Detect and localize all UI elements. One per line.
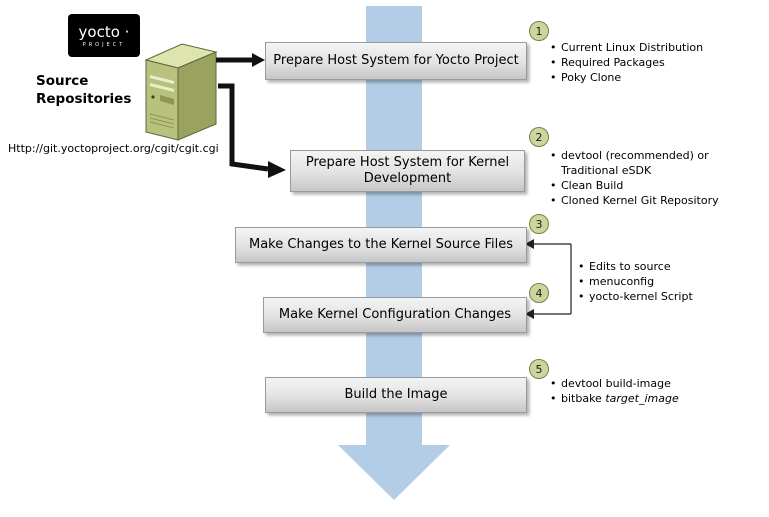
note-item: • Poky Clone — [550, 70, 750, 85]
note-text: Cloned Kernel Git Repository — [561, 194, 719, 207]
yocto-logo-text: yocto · — [78, 22, 130, 41]
note-item: • menuconfig — [578, 274, 738, 289]
note-text: Required Packages — [561, 56, 665, 69]
step-number-text: 4 — [535, 286, 543, 300]
step-label: Prepare Host System for Yocto Project — [273, 53, 519, 68]
bullet-dot: • — [578, 260, 585, 273]
step2-notes: • devtool (recommended) or Traditional e… — [550, 148, 730, 208]
bullet-dot: • — [550, 71, 557, 84]
note-text-italic: target_image — [605, 392, 679, 405]
bracket-arrowhead-step3 — [525, 239, 534, 249]
bullet-dot: • — [578, 275, 585, 288]
note-text: bitbake target_image — [561, 391, 679, 406]
yocto-logo: yocto · PROJECT — [68, 14, 140, 57]
bullet-dot: • — [550, 149, 557, 162]
step-number-text: 1 — [535, 24, 543, 38]
step-number-text: 3 — [535, 217, 543, 231]
server-to-steps-arrows — [216, 53, 286, 178]
note-item: • yocto-kernel Script — [578, 289, 738, 304]
bullet-dot: • — [550, 392, 557, 405]
note-item: • Clean Build — [550, 178, 730, 193]
step5-notes: • devtool build-image • bitbake target_i… — [550, 376, 750, 406]
arrow-to-step2-head — [268, 161, 286, 178]
bracket-arrowhead-step4 — [525, 309, 534, 319]
step-box-build-image: Build the Image — [265, 377, 527, 413]
bracket-steps-3-4 — [525, 239, 572, 319]
note-text: Edits to source — [589, 260, 671, 273]
bullet-dot: • — [550, 377, 557, 390]
note-text: yocto-kernel Script — [589, 290, 693, 303]
step-box-make-config-changes: Make Kernel Configuration Changes — [263, 297, 527, 333]
step-number-2: 2 — [529, 127, 549, 147]
note-item: • Edits to source — [578, 259, 738, 274]
note-text: Current Linux Distribution — [561, 41, 704, 54]
note-text: Clean Build — [561, 179, 624, 192]
note-text-prefix: bitbake — [561, 392, 606, 405]
step-number-4: 4 — [529, 283, 549, 303]
source-repositories-label: Source Repositories — [36, 73, 132, 107]
step-label: Make Kernel Configuration Changes — [278, 307, 512, 322]
step-box-prepare-host-yocto: Prepare Host System for Yocto Project — [265, 42, 527, 80]
step1-notes: • Current Linux Distribution • Required … — [550, 40, 750, 85]
server-icon — [144, 43, 218, 141]
step-box-make-source-changes: Make Changes to the Kernel Source Files — [235, 227, 527, 263]
bullet-dot: • — [578, 290, 585, 303]
note-item: • Cloned Kernel Git Repository — [550, 193, 730, 208]
note-text: devtool (recommended) or Traditional eSD… — [561, 149, 709, 177]
source-repositories-url: Http://git.yoctoproject.org/cgit/cgit.cg… — [8, 142, 219, 155]
step-number-5: 5 — [529, 359, 549, 379]
note-text: Poky Clone — [561, 71, 622, 84]
note-item: • devtool build-image — [550, 376, 750, 391]
note-item: • bitbake target_image — [550, 391, 750, 406]
note-item: • Current Linux Distribution — [550, 40, 750, 55]
bullet-dot: • — [550, 194, 557, 207]
steps-3-4-notes: • Edits to source • menuconfig • yocto-k… — [578, 259, 738, 304]
arrow-to-step1-head — [252, 53, 265, 67]
step-label: Build the Image — [344, 387, 448, 402]
note-item: • devtool (recommended) or Traditional e… — [550, 148, 730, 178]
bullet-dot: • — [550, 56, 557, 69]
step-label: Make Changes to the Kernel Source Files — [249, 237, 513, 252]
step-number-text: 5 — [535, 362, 543, 376]
step-box-prepare-host-kernel: Prepare Host System for Kernel Developme… — [290, 150, 525, 192]
bullet-dot: • — [550, 179, 557, 192]
bullet-dot: • — [550, 41, 557, 54]
step-number-3: 3 — [529, 214, 549, 234]
note-text: menuconfig — [589, 275, 655, 288]
note-text: devtool build-image — [561, 377, 671, 390]
yocto-logo-subtitle: PROJECT — [82, 41, 126, 48]
step-label: Prepare Host System for Kernel Developme… — [305, 155, 510, 186]
step-number-text: 2 — [535, 130, 543, 144]
note-item: • Required Packages — [550, 55, 750, 70]
step-number-1: 1 — [529, 21, 549, 41]
